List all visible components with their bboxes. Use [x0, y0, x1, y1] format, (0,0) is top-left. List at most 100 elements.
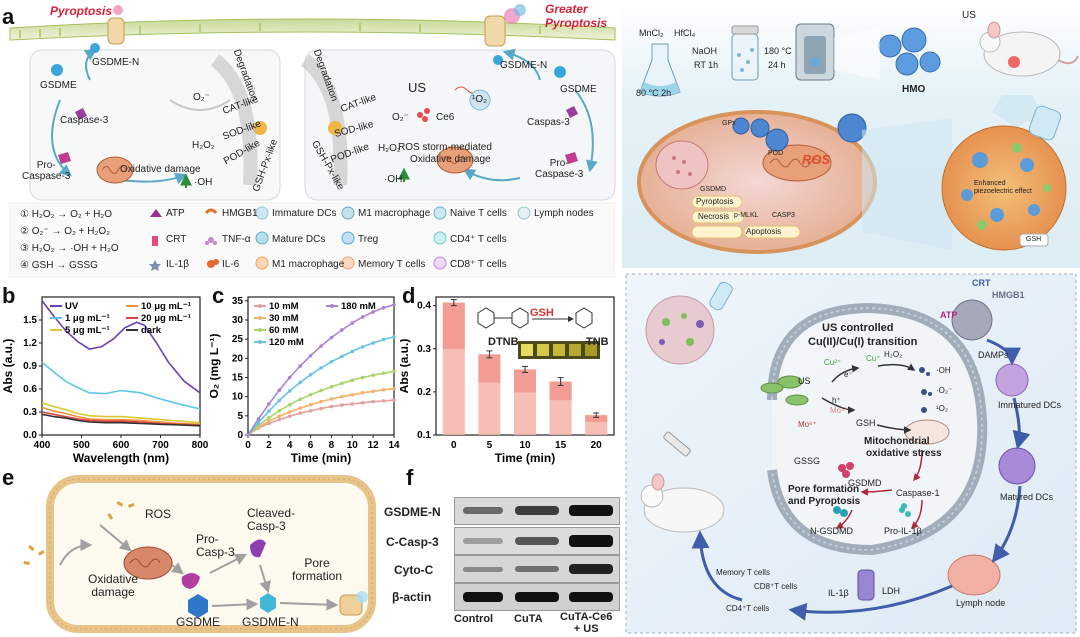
- bar-top: [478, 354, 501, 383]
- x-tick-label: 12: [368, 440, 380, 451]
- h-memory-t: Memory T cells: [716, 568, 770, 577]
- x-tick-label: 500: [73, 440, 90, 451]
- legend-marker: [258, 304, 262, 308]
- x-axis-label: Time (min): [495, 451, 555, 465]
- data-point: [319, 399, 323, 404]
- data-point: [350, 349, 355, 354]
- g-pod: POD: [768, 150, 784, 157]
- h-matured: Matured DCs: [1000, 492, 1054, 502]
- data-point: [277, 417, 282, 422]
- legend-cd8-t: CD8⁺ T cells: [450, 259, 507, 270]
- f-row-beta-actin: β-actin: [392, 590, 432, 604]
- legend-hmgb1: HMGB1: [222, 208, 258, 219]
- data-point: [319, 406, 323, 411]
- y-tick-label: 0.2: [417, 387, 431, 398]
- g-step2-time: 24 h: [768, 60, 786, 70]
- panel-g: g: [622, 0, 1080, 268]
- x-axis-label: Time (min): [291, 451, 351, 465]
- data-point: [267, 419, 271, 423]
- h-damps: DAMPs: [978, 350, 1009, 360]
- data-point: [371, 389, 375, 394]
- f-col-cuta-ce6-us: CuTA-Ce6 + US: [560, 611, 613, 635]
- panel-g-figure: [622, 0, 1080, 268]
- right-h2o2: H₂O₂: [378, 143, 401, 154]
- x-tick-label: 4: [287, 440, 293, 451]
- legend-marker: [258, 340, 262, 344]
- data-point: [319, 366, 323, 370]
- y-tick-label: 0.0: [23, 430, 37, 441]
- f-row-c-casp3: C-Casp-3: [386, 535, 439, 549]
- g-hfcl4: HfCl₄: [674, 28, 696, 38]
- h-mito-2: oxidative stress: [866, 448, 942, 459]
- legend-tnfa: TNF-α: [222, 234, 251, 245]
- g-ros: ROS: [802, 152, 831, 167]
- h-cd4: CD4⁺T cells: [726, 604, 770, 613]
- h-immatured: Immatured DCs: [998, 400, 1062, 410]
- x-tick-label: 8: [329, 440, 335, 451]
- series-line: [41, 402, 201, 424]
- right-ros-damage-2: Oxidative damage: [410, 154, 491, 165]
- data-point: [329, 397, 334, 401]
- data-point: [360, 375, 365, 380]
- y-tick-label: 0.3: [417, 344, 431, 355]
- legend-label: 5 μg mL⁻¹: [65, 325, 110, 336]
- y-tick-label: 0.6: [23, 384, 37, 395]
- bar-top: [585, 415, 608, 423]
- data-point: [340, 328, 344, 332]
- legend-reaction-1: ① H₂O₂ → O₂ + H₂O: [20, 209, 113, 220]
- data-point: [329, 404, 334, 409]
- panel-label-e: e: [2, 465, 15, 490]
- series-line: [41, 413, 201, 427]
- legend-marker: [330, 304, 334, 308]
- legend-mature-dcs: Mature DCs: [272, 234, 326, 245]
- data-point: [340, 354, 344, 359]
- y-axis-label: Abs (a.u.): [1, 339, 15, 394]
- x-axis-label: Wavelength (nm): [73, 451, 169, 465]
- legend-m1-macrophage-b: M1 macrophage: [358, 208, 431, 219]
- g-hmo: HMO: [902, 84, 926, 95]
- h-il1b: IL-1β: [828, 588, 849, 598]
- legend-label: 180 mM: [341, 301, 376, 312]
- d-tnb: TNB: [586, 336, 609, 348]
- data-point: [308, 402, 313, 407]
- band: [569, 592, 613, 602]
- data-point: [308, 392, 313, 397]
- data-point: [277, 398, 282, 403]
- series-line: [41, 406, 201, 426]
- x-tick-label: 600: [113, 440, 130, 451]
- band: [463, 507, 503, 514]
- legend-reaction-4: ④ GSH → GSSG: [20, 260, 98, 271]
- panel-a-figure: [9, 4, 616, 278]
- y-tick-label: 1.2: [23, 338, 37, 349]
- data-point: [329, 335, 334, 340]
- y-axis-label: O₂ (mg L⁻¹): [210, 334, 221, 399]
- x-tick-label: 2: [266, 440, 272, 451]
- legend-il6: IL-6: [222, 259, 240, 270]
- x-tick-label: 700: [152, 440, 169, 451]
- panel-e: e: [0, 465, 380, 637]
- panel-h-figure: [625, 273, 1077, 634]
- f-row-gsdme-n: GSDME-N: [384, 505, 441, 519]
- data-point: [392, 369, 396, 374]
- left-oh: ·OH: [194, 177, 213, 188]
- right-gsdme-n: GSDME-N: [500, 60, 548, 71]
- data-point: [329, 359, 334, 364]
- h-h2o2: H₂O₂: [884, 350, 903, 359]
- data-point: [256, 420, 261, 425]
- panel-label-c: c: [212, 285, 225, 308]
- g-apoptosis: Apoptosis: [746, 227, 782, 236]
- blot-beta-actin: [454, 583, 620, 611]
- g-step2-temp: 180 °C: [764, 46, 792, 56]
- h-gssg: GSSG: [794, 456, 821, 466]
- cuvette: [521, 344, 533, 356]
- data-point: [298, 406, 302, 410]
- legend-atp: ATP: [166, 208, 185, 219]
- data-point: [298, 397, 302, 402]
- bar-top: [513, 369, 537, 393]
- data-point: [267, 415, 271, 420]
- y-tick-label: 25: [232, 334, 244, 345]
- left-o2minus: O₂⁻: [193, 92, 210, 103]
- f-col-control: Control: [454, 613, 494, 625]
